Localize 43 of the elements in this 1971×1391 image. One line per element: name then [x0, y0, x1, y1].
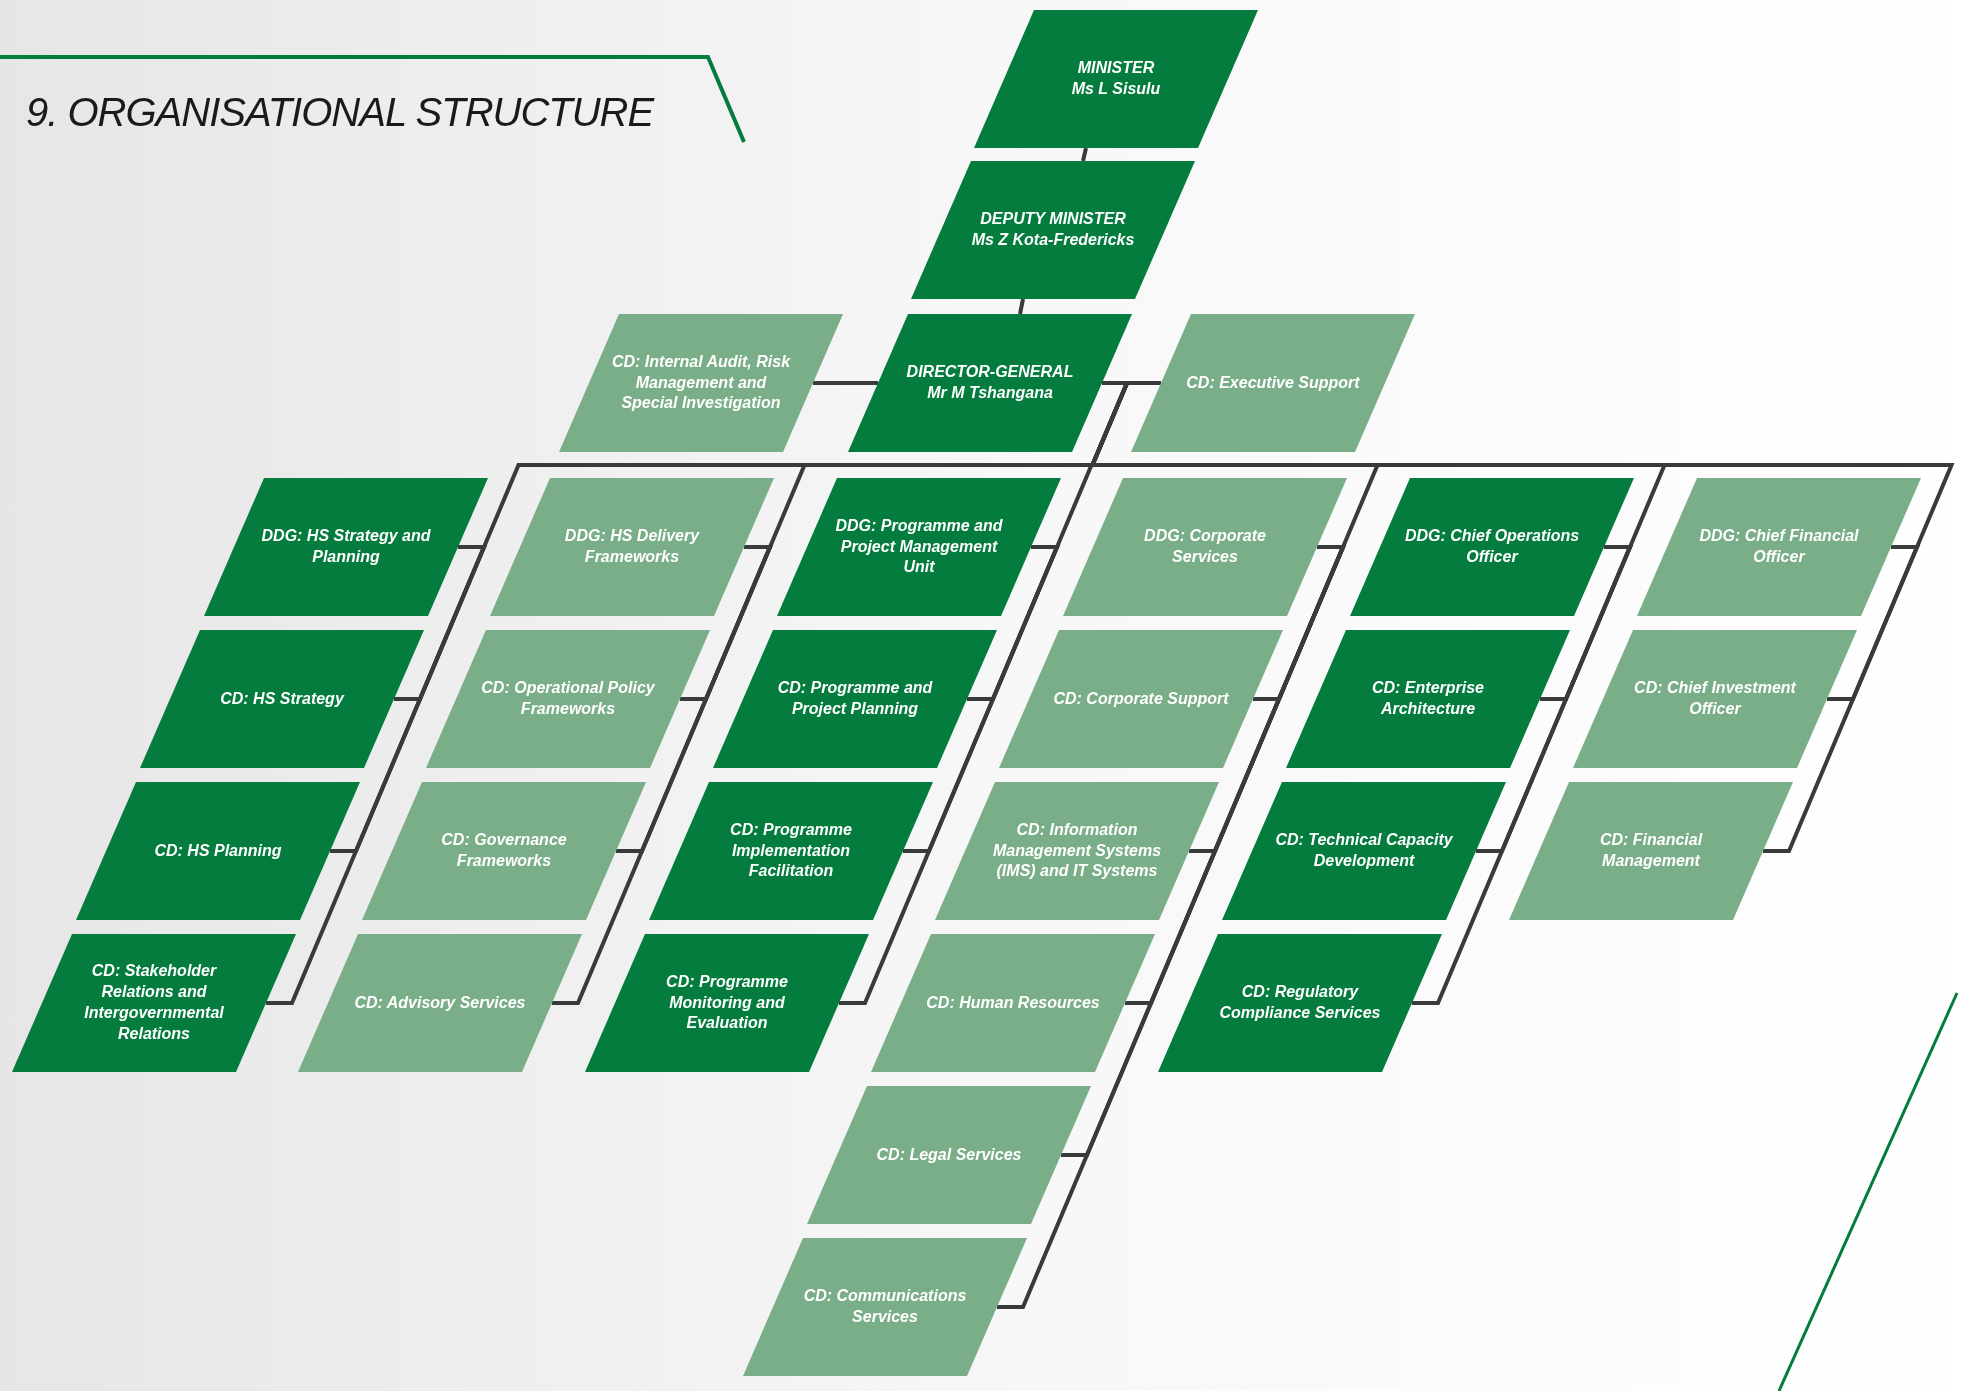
- box-label: CD: Operational Policy Frameworks: [480, 678, 656, 719]
- connector-line: [1412, 545, 1633, 1005]
- connector-line: [997, 545, 1346, 1309]
- connector-line: [552, 545, 773, 1005]
- box-label: DDG: Corporate Services: [1143, 526, 1267, 567]
- page-title: 9. ORGANISATIONAL STRUCTURE: [26, 92, 654, 132]
- box-label: DIRECTOR-GENERAL: [906, 362, 1074, 383]
- box-label: CD: Information Management Systems (IMS) and IT Systems: [991, 819, 1163, 882]
- box-label: DDG: Chief Financial Officer: [1698, 526, 1860, 567]
- connector-line: [1018, 298, 1025, 315]
- box-label: DEPUTY MINISTER: [980, 209, 1126, 230]
- box-label: CD: Financial Management: [1598, 830, 1704, 871]
- box-label: CD: Advisory Services: [354, 992, 526, 1013]
- box-label: CD: Human Resources: [926, 992, 1100, 1013]
- connector-line: [266, 545, 487, 1005]
- box-label: CD: HS Planning: [154, 840, 282, 861]
- box-label: CD: Corporate Support: [1053, 688, 1229, 709]
- connector-line: [1763, 545, 1920, 853]
- box-label: DDG: Chief Operations Officer: [1403, 526, 1581, 567]
- connector-line: [1081, 147, 1088, 162]
- box-label: CD: Communications Services: [802, 1286, 968, 1327]
- box-label: Ms L Sisulu: [1071, 79, 1161, 99]
- box-label: CD: Chief Investment Officer: [1633, 678, 1798, 719]
- box-label: CD: Programme Monitoring and Evaluation: [665, 971, 789, 1034]
- box-label: CD: Governance Frameworks: [440, 830, 568, 871]
- box-label: Mr M Tshangana: [927, 383, 1053, 403]
- box-label: CD: Enterprise Architecture: [1371, 678, 1485, 719]
- box-label: DDG: HS Strategy and Planning: [260, 526, 432, 567]
- box-label: CD: Technical Capacity Development: [1274, 830, 1454, 871]
- box-label: Ms Z Kota-Fredericks: [971, 230, 1135, 250]
- box-label: CD: Programme Implementation Facilitation: [729, 819, 853, 882]
- box-label: DDG: Programme and Project Management Unit: [834, 515, 1004, 578]
- box-label: CD: Internal Audit, Risk Management and Special Investigation: [610, 351, 792, 414]
- box-label: CD: Regulatory Compliance Services: [1218, 982, 1382, 1023]
- box-label: CD: HS Strategy: [220, 688, 344, 709]
- box-label: CD: Stakeholder Relations and Intergovernmental Relations: [83, 961, 225, 1044]
- box-label: MINISTER: [1077, 58, 1155, 79]
- connector-line: [839, 545, 1060, 1005]
- connector-line: [813, 381, 878, 385]
- box-label: CD: Executive Support: [1186, 372, 1360, 393]
- box-label: CD: Legal Services: [876, 1144, 1022, 1165]
- box-label: CD: Programme and Project Planning: [776, 678, 934, 719]
- box-label: DDG: HS Delivery Frameworks: [563, 526, 701, 567]
